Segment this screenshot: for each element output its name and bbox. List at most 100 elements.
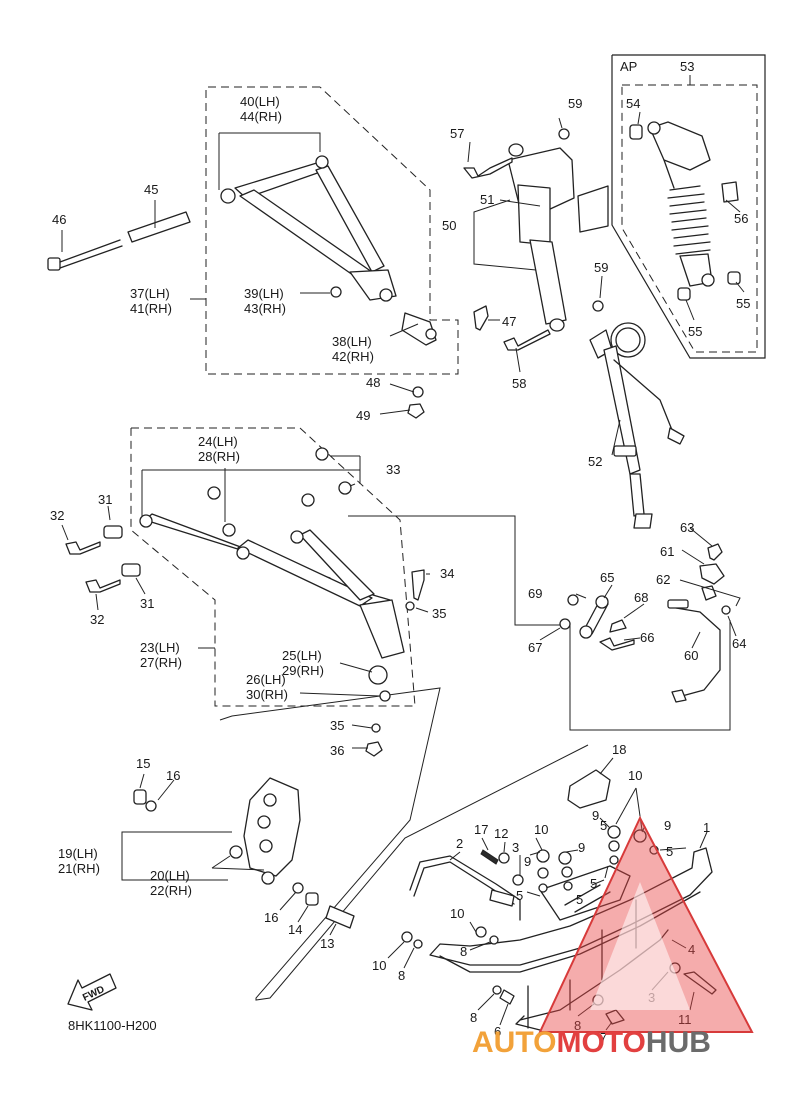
nut-36 bbox=[365, 741, 383, 757]
bolt-57 bbox=[463, 157, 513, 179]
label-43: 43(RH) bbox=[244, 301, 286, 316]
label-29: 29(RH) bbox=[282, 663, 324, 678]
ap-shock bbox=[647, 121, 715, 287]
label-52: 52 bbox=[588, 454, 602, 469]
label-33: 33 bbox=[386, 462, 400, 477]
bolt-32b bbox=[85, 579, 121, 593]
bolt-58 bbox=[503, 329, 551, 351]
label-9c: 9 bbox=[592, 808, 599, 823]
watermark-triangle-inner bbox=[590, 882, 690, 1010]
stud-17 bbox=[480, 849, 499, 865]
label-12: 12 bbox=[494, 826, 508, 841]
bolt-68 bbox=[609, 619, 627, 633]
label-1: 1 bbox=[703, 820, 710, 835]
label-35a: 35 bbox=[432, 606, 446, 621]
bolt-66 bbox=[599, 637, 635, 651]
collar-14 bbox=[305, 892, 319, 906]
ap-box bbox=[611, 54, 766, 359]
bolt-34 bbox=[411, 569, 425, 601]
label-31b: 31 bbox=[140, 596, 154, 611]
label-5e: 5 bbox=[600, 818, 607, 833]
label-3a: 3 bbox=[512, 840, 519, 855]
label-8d: 8 bbox=[574, 1018, 581, 1033]
nut-69 bbox=[567, 594, 579, 606]
upper-ball-joint-38 bbox=[401, 312, 437, 346]
label-50: 50 bbox=[442, 218, 456, 233]
label-5c: 5 bbox=[576, 892, 583, 907]
label-19: 19(LH) bbox=[58, 846, 98, 861]
label-69: 69 bbox=[528, 586, 542, 601]
label-26: 26(LH) bbox=[246, 672, 286, 687]
label-59b: 59 bbox=[594, 260, 608, 275]
label-10b: 10 bbox=[450, 906, 464, 921]
label-67: 67 bbox=[528, 640, 542, 655]
bolt-47 bbox=[473, 305, 489, 331]
screw-64 bbox=[721, 605, 731, 615]
label-23: 23(LH) bbox=[140, 640, 180, 655]
label-40: 40(LH) bbox=[240, 94, 280, 109]
bolt-32a bbox=[65, 541, 101, 555]
label-35b: 35 bbox=[330, 718, 344, 733]
upper-arm-collar-45 bbox=[127, 211, 191, 243]
ap-label: AP bbox=[620, 59, 637, 74]
label-27: 27(RH) bbox=[140, 655, 182, 670]
upper-arm-group-box bbox=[205, 86, 459, 375]
washer-35b bbox=[371, 723, 381, 733]
label-24: 24(LH) bbox=[198, 434, 238, 449]
label-36: 36 bbox=[330, 743, 344, 758]
label-55a: 55 bbox=[736, 296, 750, 311]
stabilizer-link bbox=[579, 595, 609, 639]
label-20: 20(LH) bbox=[150, 868, 190, 883]
clip-62 bbox=[701, 585, 717, 601]
label-44: 44(RH) bbox=[240, 109, 282, 124]
label-14: 14 bbox=[288, 922, 302, 937]
wear-bar-ends bbox=[515, 1015, 541, 1031]
nut-59-bottom bbox=[592, 300, 604, 312]
collar-15 bbox=[133, 789, 147, 805]
upper-a-arm bbox=[220, 155, 397, 302]
label-48: 48 bbox=[366, 375, 380, 390]
label-21: 21(RH) bbox=[58, 861, 100, 876]
collar-55a bbox=[677, 287, 691, 301]
nut-67 bbox=[559, 618, 571, 630]
label-15: 15 bbox=[136, 756, 150, 771]
label-31a: 31 bbox=[98, 492, 112, 507]
handle-2 bbox=[409, 855, 521, 921]
washer-35a bbox=[405, 601, 415, 611]
ap-inner-dashed-box bbox=[621, 84, 758, 353]
fwd-arrow bbox=[67, 973, 117, 1011]
diagram-code: 8HK1100-H200 bbox=[68, 1018, 157, 1033]
shock-absorber bbox=[507, 143, 609, 332]
label-37: 37(LH) bbox=[130, 286, 170, 301]
ball-joint-25 bbox=[368, 665, 388, 685]
label-56: 56 bbox=[734, 211, 748, 226]
label-63: 63 bbox=[680, 520, 694, 535]
spindle-group-box bbox=[219, 687, 589, 1001]
bolt-13 bbox=[325, 905, 355, 929]
lower-a-arm bbox=[139, 513, 405, 659]
label-18: 18 bbox=[612, 742, 626, 757]
nut-49 bbox=[407, 403, 425, 419]
label-9d: 9 bbox=[664, 818, 671, 833]
washer-16a bbox=[145, 800, 157, 812]
label-34: 34 bbox=[440, 566, 454, 581]
nut-39 bbox=[330, 286, 342, 298]
washer-16b bbox=[292, 882, 304, 894]
label-47: 47 bbox=[502, 314, 516, 329]
label-10a: 10 bbox=[372, 958, 386, 973]
bushing-33b bbox=[338, 481, 352, 495]
steering-column bbox=[589, 322, 685, 529]
label-8a: 8 bbox=[398, 968, 405, 983]
label-7: 7 bbox=[600, 1030, 607, 1045]
label-51: 51 bbox=[480, 192, 494, 207]
label-66: 66 bbox=[640, 630, 654, 645]
washer-48 bbox=[412, 386, 424, 398]
label-8c: 8 bbox=[470, 1010, 477, 1025]
label-45: 45 bbox=[144, 182, 158, 197]
cover-56 bbox=[721, 181, 739, 203]
label-54: 54 bbox=[626, 96, 640, 111]
label-38: 38(LH) bbox=[332, 334, 372, 349]
collar-31b bbox=[121, 563, 141, 577]
watermark: AUTOMOTOHUB bbox=[472, 815, 754, 1059]
